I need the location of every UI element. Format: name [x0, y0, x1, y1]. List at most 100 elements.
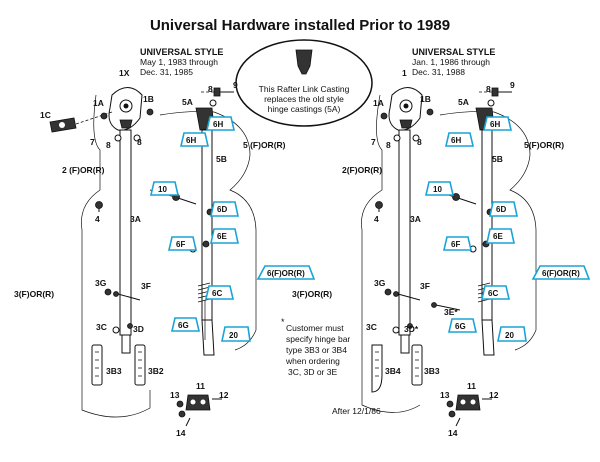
- tag-6f-right: [442, 236, 473, 251]
- tag-10-right: [424, 181, 455, 196]
- tag-6for-left: [256, 265, 316, 280]
- label-3c-right: 3C: [366, 322, 377, 332]
- bracket-11: [176, 394, 222, 427]
- label-3a: 3A: [130, 214, 141, 224]
- label-6c: 6C: [212, 289, 222, 298]
- tag-6h-right-a: [444, 132, 475, 147]
- tag-6d-right: [489, 201, 518, 217]
- left-style-heading: UNIVERSAL STYLE: [140, 47, 223, 57]
- tag-20-left: [221, 326, 251, 342]
- label-6d: 6D: [217, 205, 227, 214]
- tag-6f-left: [167, 236, 198, 251]
- label-8a: 8: [208, 84, 213, 94]
- label-14-right: 14: [448, 428, 458, 438]
- tag-6c-left: [204, 285, 235, 300]
- label-13: 13: [170, 390, 180, 400]
- label-4-right: 4: [374, 214, 379, 224]
- label-12: 12: [219, 390, 229, 400]
- label-5f: 5 (F)OR(R): [243, 140, 286, 150]
- label-1a-right: 1A: [373, 98, 384, 108]
- label-5b: 5B: [216, 154, 227, 164]
- label-6c-right: 6C: [488, 289, 498, 298]
- label-5b-right: 5B: [492, 154, 503, 164]
- note-line-2: specify hinge bar: [286, 334, 350, 344]
- tag-6g-right: [447, 318, 478, 333]
- label-1: 1: [402, 68, 407, 78]
- tag-6e-left: [210, 228, 239, 244]
- label-6e: 6E: [217, 232, 227, 241]
- label-1a: 1A: [93, 98, 104, 108]
- label-6h-b: 6H: [213, 120, 223, 129]
- right-assembly: UNIVERSAL STYLE Jan. 1, 1986 through Dec…: [292, 47, 591, 438]
- label-7-right: 7: [371, 137, 376, 147]
- label-6g: 6G: [178, 321, 189, 330]
- tag-6h-left-b: [205, 116, 236, 131]
- label-5a-right: 5A: [458, 97, 469, 107]
- note-line-4: when ordering: [285, 356, 340, 366]
- ordering-note: * Customer must specify hinge bar type 3…: [281, 317, 350, 377]
- label-9-right: 9: [510, 80, 515, 90]
- label-1x: 1X: [119, 68, 130, 78]
- hinge-bar-3b3-right: [411, 344, 423, 386]
- note-line-1: Customer must: [286, 323, 344, 333]
- rafter-link-callout: This Rafter Link Casting replaces the ol…: [235, 39, 373, 127]
- label-3c: 3C: [96, 322, 107, 332]
- tag-20-right: [497, 326, 527, 342]
- tag-6g-left: [170, 317, 201, 332]
- tag-6h-left-a: [179, 132, 210, 147]
- label-3f-right: 3F: [420, 281, 430, 291]
- label-7: 7: [90, 137, 95, 147]
- label-10: 10: [158, 185, 167, 194]
- label-14: 14: [176, 428, 186, 438]
- right-outline: [361, 94, 421, 413]
- label-3e-right: 3E*: [444, 307, 458, 317]
- tag-6for-right: [531, 265, 591, 280]
- label-1c: 1C: [40, 110, 51, 120]
- label-20-right: 20: [505, 331, 514, 340]
- label-10-right: 10: [433, 185, 442, 194]
- hinge-casting-1x: [108, 87, 143, 131]
- note-line-5: 3C, 3D or 3E: [288, 367, 337, 377]
- label-3b4: 3B4: [385, 366, 401, 376]
- label-8c-right: 8: [417, 137, 422, 147]
- label-1b: 1B: [143, 94, 154, 104]
- hinge-bar-3b2: [134, 344, 146, 386]
- left-dates-line-1: May 1, 1983 through: [140, 57, 218, 67]
- label-8c: 8: [137, 137, 142, 147]
- spring-6c: [197, 282, 211, 303]
- hinge-casting-1: [388, 87, 423, 131]
- label-5a: 5A: [182, 97, 193, 107]
- left-rafter-bar: [119, 129, 132, 336]
- label-3a-right: 3A: [410, 214, 421, 224]
- label-4: 4: [95, 214, 100, 224]
- label-1b-right: 1B: [420, 94, 431, 104]
- tag-6e-right: [486, 228, 515, 244]
- callout-line-3: hinge castings (5A): [268, 104, 341, 114]
- rafter-link-casting-icon: [295, 49, 313, 75]
- right-style-heading: UNIVERSAL STYLE: [412, 47, 495, 57]
- note-line-3: type 3B3 or 3B4: [286, 345, 347, 355]
- label-6g-right: 6G: [455, 322, 466, 331]
- callout-line-2: replaces the old style: [264, 94, 344, 104]
- label-6for-right: 6(F)OR(R): [542, 269, 580, 278]
- right-dates-line-1: Jan. 1, 1986 through: [412, 57, 490, 67]
- label-6f: 6F: [176, 240, 185, 249]
- left-dates-line-2: Dec. 31, 1985: [140, 67, 193, 77]
- right-rafter-foot: [400, 334, 410, 354]
- label-2-right: 2(F)OR(R): [342, 165, 382, 175]
- label-3b3: 3B3: [106, 366, 122, 376]
- label-2: 2 (F)OR(R): [62, 165, 105, 175]
- right-dates-line-2: Dec. 31, 1988: [412, 67, 465, 77]
- tag-10-left: [149, 181, 180, 196]
- label-6h-a: 6H: [186, 136, 196, 145]
- hinge-bar-3b3: [91, 344, 103, 386]
- label-3g-right: 3G: [374, 278, 386, 288]
- label-6f-right: 6F: [451, 240, 460, 249]
- left-assembly: UNIVERSAL STYLE May 1, 1983 through Dec.…: [14, 47, 316, 438]
- label-11: 11: [196, 381, 205, 391]
- label-12-right: 12: [489, 390, 499, 400]
- screws-right-top: [380, 87, 512, 142]
- label-3b3-right: 3B3: [424, 366, 440, 376]
- label-8a-right: 8: [486, 84, 491, 94]
